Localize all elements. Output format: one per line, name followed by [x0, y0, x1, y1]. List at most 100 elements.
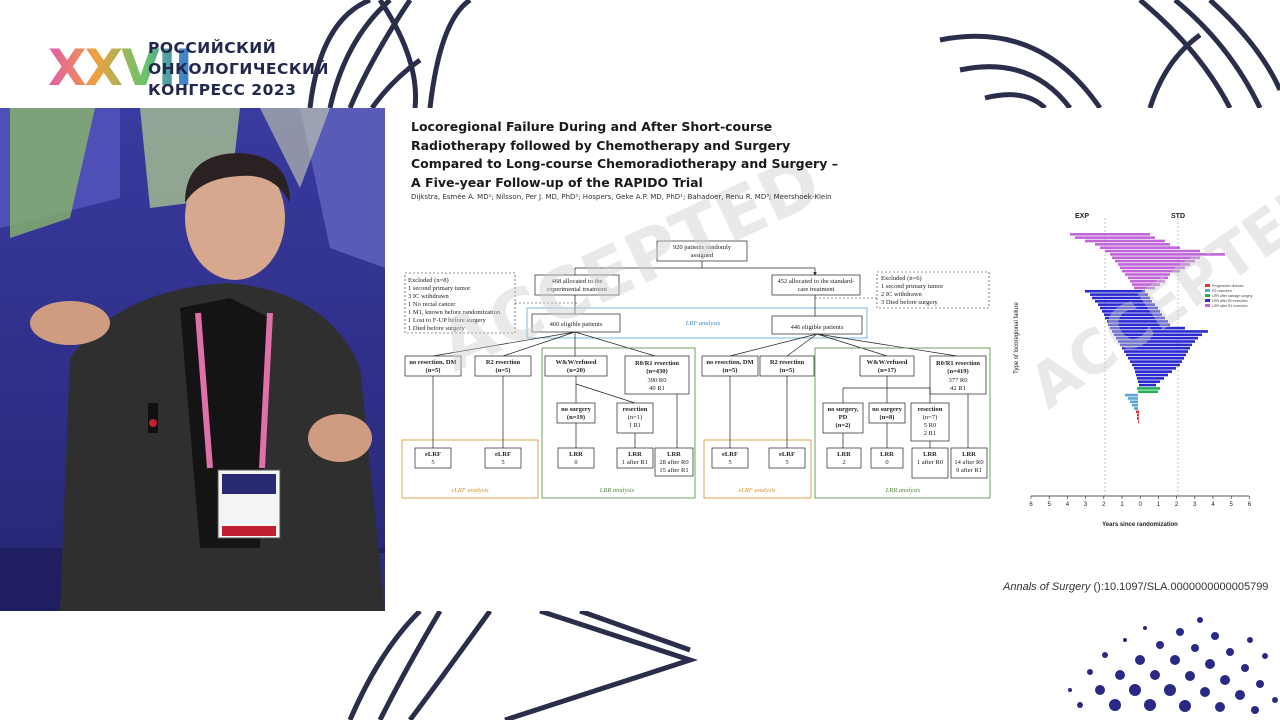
- flow-box-exp-lrr-2: [616, 447, 654, 469]
- lrr-analysis-label: LRR analysis: [599, 487, 635, 494]
- flow-text: LRR: [667, 451, 681, 458]
- swimmer-bar: [1122, 346, 1190, 350]
- flow-box-exp-lrr-1: [557, 447, 595, 469]
- flow-text: PD: [839, 414, 848, 421]
- swimmer-bar: [1134, 407, 1138, 410]
- flow-text: LRR: [628, 451, 642, 458]
- swimmer-bar: [1137, 387, 1160, 390]
- swimmer-bar: [1105, 316, 1165, 320]
- flow-text: LRR: [880, 451, 894, 458]
- swimmer-bar: [1128, 356, 1184, 360]
- flow-text: 920 patients randomly: [673, 244, 732, 251]
- flow-text: 3 Died before surgery: [881, 299, 938, 306]
- swimmer-bar: [1136, 373, 1168, 377]
- chart-tick-label: 0: [1139, 502, 1143, 508]
- swimmer-bar: [1075, 236, 1155, 239]
- swimmer-bar: [1118, 340, 1195, 343]
- flow-text: resection: [623, 406, 648, 413]
- flow-box-std-elrf-1: [711, 447, 749, 469]
- flow-text: no surgery,: [827, 406, 858, 413]
- chart-tick-label: 3: [1193, 502, 1197, 508]
- flow-text: 2: [842, 459, 845, 466]
- flow-text: 42 R1: [950, 385, 966, 392]
- flow-text: (n=8): [880, 414, 895, 421]
- legend-swatch: [1205, 284, 1210, 287]
- swimmer-bar: [1085, 289, 1145, 293]
- swimmer-bar: [1090, 293, 1148, 296]
- flow-text: W&W/refused: [556, 359, 597, 366]
- flow-text: 15 after R1: [659, 467, 688, 474]
- swimmer-bar: [1120, 343, 1192, 347]
- title-line: Locoregional Failure During and After Sh…: [411, 119, 773, 134]
- speaker-video: [0, 108, 385, 611]
- swimmer-bar: [1128, 276, 1168, 280]
- flow-box-std-lrr-3: [911, 447, 949, 479]
- swimmer-bar: [1137, 417, 1139, 420]
- flow-text: 390 R0: [648, 377, 667, 384]
- swimmer-bar: [1137, 377, 1164, 380]
- swimmer-bar: [1130, 400, 1138, 404]
- swimmer-bar: [1135, 370, 1172, 373]
- flow-text: 0: [574, 459, 577, 466]
- flow-text: (n=2): [836, 422, 851, 429]
- legend-swatch: [1205, 299, 1210, 302]
- flow-box-exp-elrf-1: [414, 447, 452, 469]
- flow-text: (n=5): [426, 367, 441, 374]
- flow-text: 14 after R0: [954, 459, 983, 466]
- flow-text: LRR: [837, 451, 851, 458]
- swimmer-bar: [1136, 410, 1139, 414]
- legend-label: R2 resection: [1212, 289, 1232, 293]
- chart-tick-label: 1: [1120, 502, 1124, 508]
- flow-text: 5 R0: [924, 422, 936, 429]
- flow-text: (n=430): [646, 368, 667, 375]
- flow-text: Excluded (n=6): [881, 275, 922, 282]
- logo-roman-numeral: XXVII: [48, 39, 193, 97]
- swimmer-bar: [1132, 403, 1138, 407]
- lrf-analysis-label: LRF analysis: [685, 320, 721, 327]
- flow-text: (n=5): [723, 367, 738, 374]
- swimmer-bar: [1115, 259, 1195, 263]
- swimmer-bar: [1124, 350, 1188, 353]
- chart-x-label: Years since randomization: [1102, 522, 1178, 528]
- flow-text: (n=419): [947, 368, 968, 375]
- flow-box-exp-elrf-2: [484, 447, 522, 469]
- elrf-analysis-label: eLRF analysis: [451, 487, 489, 494]
- swimmer-bar: [1100, 306, 1158, 310]
- swimmer-bar: [1105, 249, 1200, 253]
- flow-text: 1 Lost to F-UP before surgery: [408, 317, 487, 324]
- flow-text: LRR: [962, 451, 976, 458]
- flow-text: (n=5): [780, 367, 795, 374]
- flow-box-std-lrr-1: [826, 447, 862, 469]
- swimmer-bar: [1095, 243, 1170, 246]
- chart-y-label: Type of locoregional failure: [1014, 301, 1020, 373]
- flow-text: no resection, DM: [409, 359, 456, 366]
- slide-citation: Annals of Surgery ():10.1097/SLA.0000000…: [1003, 581, 1268, 593]
- swimmer-bar: [1098, 303, 1155, 306]
- lrf-analysis-frame: [526, 307, 868, 339]
- flow-text: (n=17): [878, 367, 896, 374]
- consort-flow-diagram: 920 patients randomly assigned 468 alloc…: [401, 213, 1253, 528]
- legend-label: LRR after R1 resection: [1212, 304, 1248, 308]
- slide-authors: Dijkstra, Esmée A. MD¹; Nilsson, Per J. …: [411, 193, 832, 201]
- flow-text: experimental treatment: [547, 286, 607, 293]
- flow-text: Excluded (n=8): [408, 277, 449, 284]
- swimmer-bar: [1132, 283, 1160, 286]
- swimmer-bar: [1104, 313, 1162, 316]
- swimmer-bar: [1107, 320, 1168, 323]
- legend-swatch: [1205, 289, 1210, 292]
- flow-text: (n=1): [628, 414, 643, 421]
- swimmer-bar: [1130, 360, 1182, 363]
- flow-box-std-allocated: [771, 274, 861, 296]
- chart-tick-label: 5: [1230, 502, 1234, 508]
- flow-text: eLRF: [722, 451, 738, 458]
- legend-swatch: [1205, 294, 1210, 297]
- congress-logo: XXVII РОССИЙСКИЙ ОНКОЛОГИЧЕСКИЙ КОНГРЕСС…: [48, 38, 329, 102]
- exp-lrr-frame: [541, 347, 696, 499]
- flow-box-exp-r0r1: [624, 355, 690, 395]
- flow-text: 1 R1: [629, 422, 641, 429]
- chart-std-label: STD: [1171, 213, 1185, 220]
- speaker-illustration: [0, 108, 385, 611]
- logo-line: КОНГРЕСС 2023: [148, 81, 297, 99]
- swimmer-bar: [1112, 330, 1208, 333]
- chart-tick-label: 6: [1248, 502, 1252, 508]
